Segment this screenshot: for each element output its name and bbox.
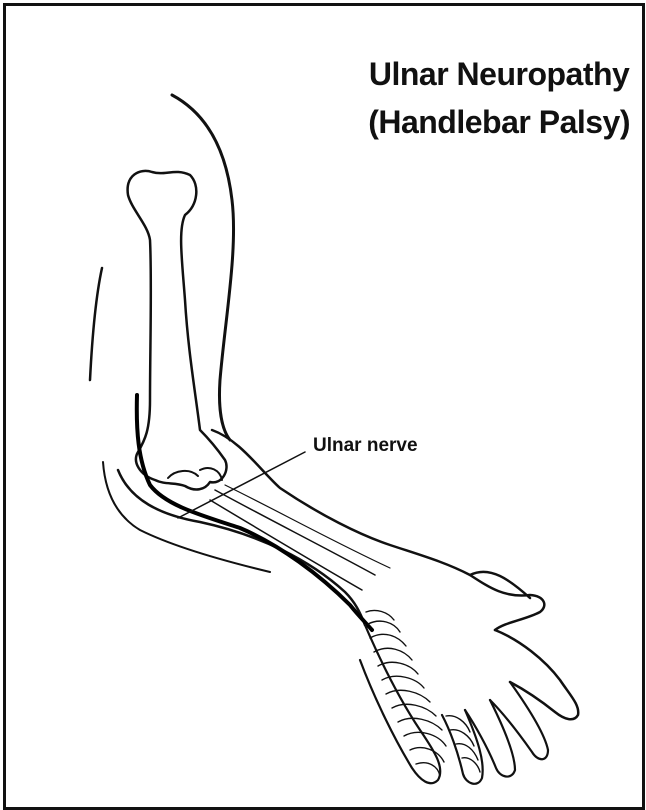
elbow-condyle [168, 468, 222, 480]
ulnar-nerve [137, 395, 372, 630]
little-finger [360, 625, 440, 783]
upper-arm-outline-inner [103, 462, 270, 572]
finger-middle [465, 700, 515, 777]
forearm-bone-line-3 [225, 485, 390, 568]
thumb [470, 572, 530, 598]
callout-leader-line [178, 452, 305, 518]
sensory-hatching [366, 610, 480, 776]
humerus-bone [128, 171, 227, 490]
upper-arm-outline-front [90, 268, 102, 380]
forearm-bone-line-2 [210, 500, 362, 590]
forearm-outline-top [212, 430, 544, 630]
hand-palm [495, 630, 578, 719]
ulnar-nerve-label: Ulnar nerve [313, 435, 418, 457]
